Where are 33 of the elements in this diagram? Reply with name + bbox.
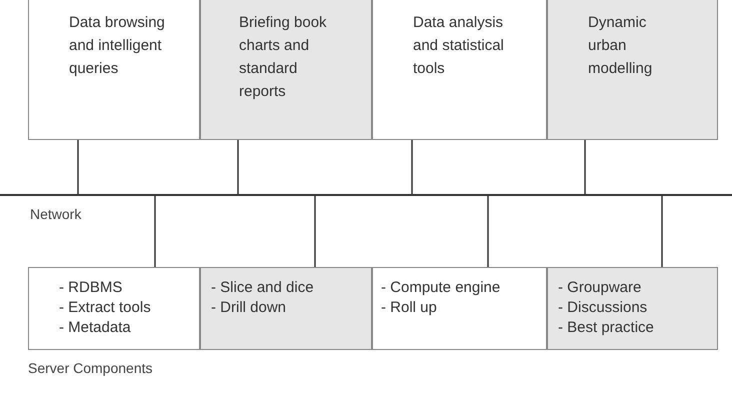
list-item: - Groupware <box>558 278 642 298</box>
box-title: Data browsing and intelligent queries <box>69 13 166 79</box>
server-component-box <box>372 267 547 350</box>
list-item: - Metadata <box>59 318 131 338</box>
connector-line <box>411 140 413 194</box>
connector-line <box>487 196 489 267</box>
server-component-box <box>200 267 372 350</box>
server-component-box <box>547 267 718 350</box>
network-line <box>0 194 732 196</box>
list-item: - Roll up <box>381 298 437 318</box>
list-item: - Best practice <box>558 318 654 338</box>
list-item: - Discussions <box>558 298 648 318</box>
list-item: - Slice and dice <box>211 278 314 298</box>
application-box <box>547 0 718 140</box>
box-title: Briefing book charts and standard reports <box>239 13 328 102</box>
list-item: - RDBMS <box>59 278 122 298</box>
section-label: Server Components <box>28 360 153 376</box>
connector-line <box>77 140 79 194</box>
application-box <box>28 0 200 140</box>
application-box <box>200 0 372 140</box>
connector-line <box>237 140 239 194</box>
connector-line <box>314 196 316 267</box>
server-component-box <box>28 267 200 350</box>
box-title: Dynamic urban modelling <box>588 13 654 79</box>
network-label: Network <box>30 206 82 222</box>
list-item: - Compute engine <box>381 278 500 298</box>
list-item: - Extract tools <box>59 298 151 318</box>
connector-line <box>154 196 156 267</box>
connector-line <box>661 196 663 267</box>
connector-line <box>584 140 586 194</box>
list-item: - Drill down <box>211 298 286 318</box>
application-box <box>372 0 547 140</box>
box-title: Data analysis and statistical tools <box>413 13 505 79</box>
